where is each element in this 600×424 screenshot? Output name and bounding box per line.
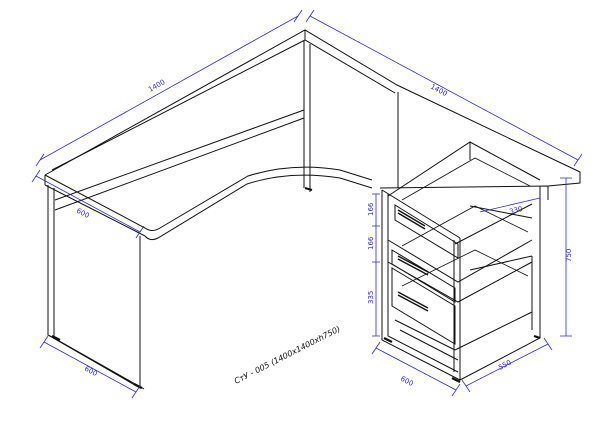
dim-line-left-depth [31,169,145,239]
feet [51,186,541,389]
dim-drawer-middle: 166 [367,236,375,250]
drawer-inner-lines [401,157,531,287]
pedestal-box [381,186,541,381]
drawer-top [387,141,541,259]
dim-left-leg-depth: 600 [83,365,99,378]
drawing-caption: СтУ - 005 (1400х1400хh750) [233,324,342,385]
handle-middle [397,255,429,276]
dim-height: 750 [565,249,573,262]
dim-line-right-length [305,9,583,167]
dimension-texts: 1400 1400 600 600 750 550 600 166 166 33… [75,78,573,388]
dim-line-height [560,177,572,337]
dim-drawer-top: 166 [367,202,375,216]
left-leg-panel [47,185,145,390]
dim-pedestal-depth: 550 [497,358,513,371]
handle-top [397,209,426,230]
dim-right-length: 1400 [429,83,448,98]
drawer-middle [387,205,533,303]
dim-line-leg-depth [39,335,141,399]
desk-outline [44,29,581,390]
dim-drawer-bottom: 335 [367,291,375,304]
dim-line-left-length [35,9,303,167]
dim-line-drawers [372,193,380,337]
dim-line-inner [479,197,541,213]
modesty-panel [54,40,399,211]
dim-pedestal-width: 600 [399,375,415,388]
handle-bottom [397,291,429,312]
dim-inner-shelf: 330 [509,205,524,216]
dim-line-pedestal-depth [461,337,553,393]
dim-line-pedestal-width [371,341,461,397]
desk-top-left-wing [44,29,581,241]
dim-left-depth: 600 [75,207,91,220]
dimension-lines [31,9,583,399]
desk-back-edge [51,30,396,171]
right-top-front [379,185,549,200]
pedestal-shelf [394,256,533,361]
